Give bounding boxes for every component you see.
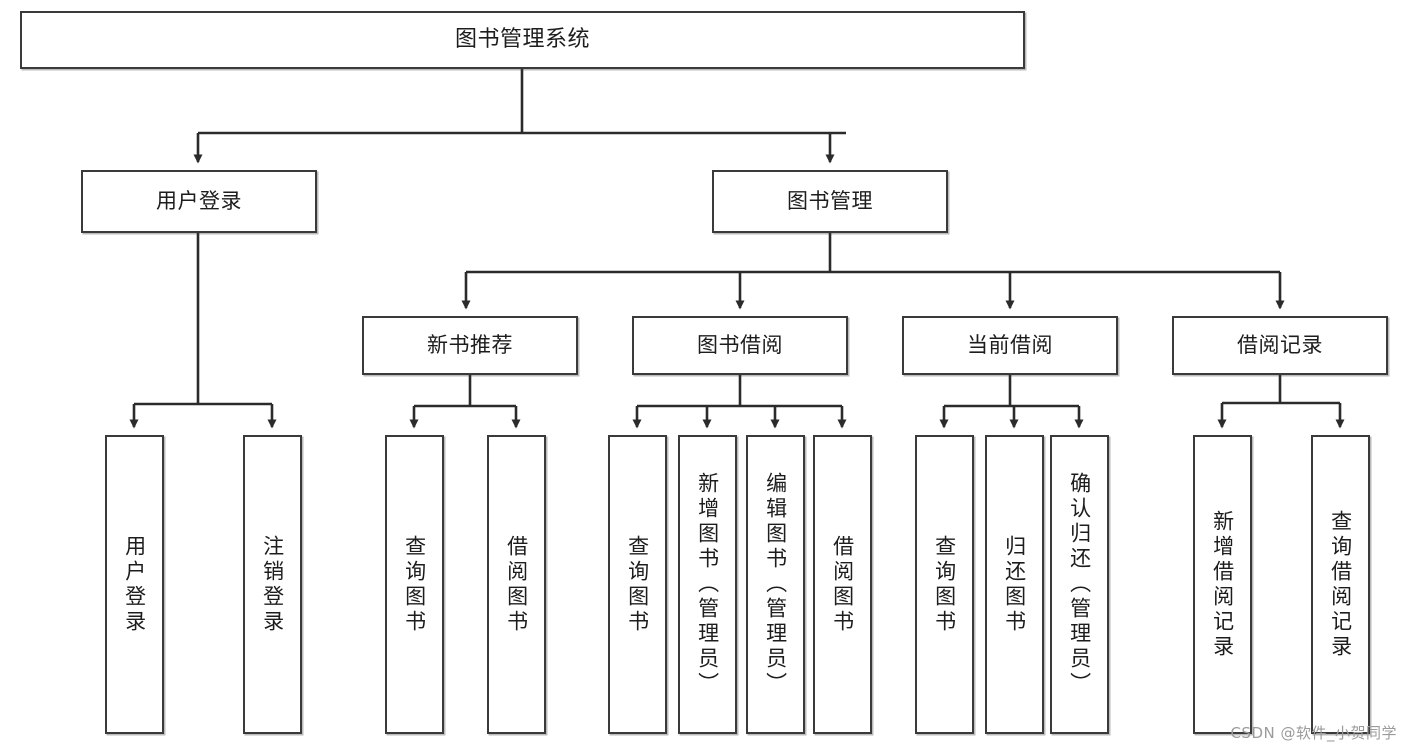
node-label: 编辑图书（管理员） (763, 472, 788, 697)
node-book-borrow[interactable]: 图书借阅 (632, 316, 848, 375)
leaf-current-borrow-return[interactable]: 归还图书 (985, 435, 1044, 734)
node-label: 新书推荐 (427, 333, 513, 358)
leaf-new-book-borrow[interactable]: 借阅图书 (487, 435, 546, 734)
node-label: 借阅图书 (830, 534, 855, 635)
node-label: 借阅图书 (504, 534, 529, 635)
node-label: 确认归还（管理员） (1067, 472, 1092, 697)
leaf-current-borrow-confirm[interactable]: 确认归还（管理员） (1050, 435, 1109, 734)
leaf-current-borrow-query[interactable]: 查询图书 (915, 435, 974, 734)
node-label: 图书借阅 (697, 333, 783, 358)
node-label: 新增图书（管理员） (695, 472, 720, 697)
node-current-borrow[interactable]: 当前借阅 (902, 316, 1118, 375)
node-label: 查询图书 (625, 534, 650, 635)
node-borrow-record[interactable]: 借阅记录 (1172, 316, 1388, 375)
node-label: 归还图书 (1002, 534, 1027, 635)
leaf-new-book-query[interactable]: 查询图书 (385, 435, 444, 734)
node-label: 用户登录 (122, 534, 147, 635)
leaf-book-borrow-borrow[interactable]: 借阅图书 (813, 435, 872, 734)
node-book-management[interactable]: 图书管理 (712, 170, 948, 233)
node-user-login[interactable]: 用户登录 (81, 170, 317, 233)
node-root-system[interactable]: 图书管理系统 (20, 11, 1025, 69)
leaf-user-login-login[interactable]: 用户登录 (105, 435, 164, 734)
node-label: 借阅记录 (1237, 333, 1323, 358)
leaf-user-login-logout[interactable]: 注销登录 (243, 435, 302, 734)
node-label: 查询图书 (932, 534, 957, 635)
node-label: 注销登录 (260, 534, 285, 635)
node-label: 图书管理系统 (454, 27, 590, 53)
node-label: 用户登录 (156, 189, 242, 214)
node-label: 新增借阅记录 (1210, 509, 1235, 660)
node-label: 当前借阅 (967, 333, 1053, 358)
leaf-borrow-record-add[interactable]: 新增借阅记录 (1193, 435, 1252, 734)
node-label: 查询借阅记录 (1328, 509, 1353, 660)
node-new-book-recommend[interactable]: 新书推荐 (362, 316, 578, 375)
leaf-book-borrow-query[interactable]: 查询图书 (608, 435, 667, 734)
leaf-book-borrow-add[interactable]: 新增图书（管理员） (678, 435, 737, 734)
leaf-borrow-record-query[interactable]: 查询借阅记录 (1311, 435, 1370, 734)
leaf-book-borrow-edit[interactable]: 编辑图书（管理员） (746, 435, 805, 734)
node-label: 图书管理 (787, 189, 873, 214)
node-label: 查询图书 (402, 534, 427, 635)
watermark: CSDN @软件_小贺同学 (1230, 724, 1397, 742)
